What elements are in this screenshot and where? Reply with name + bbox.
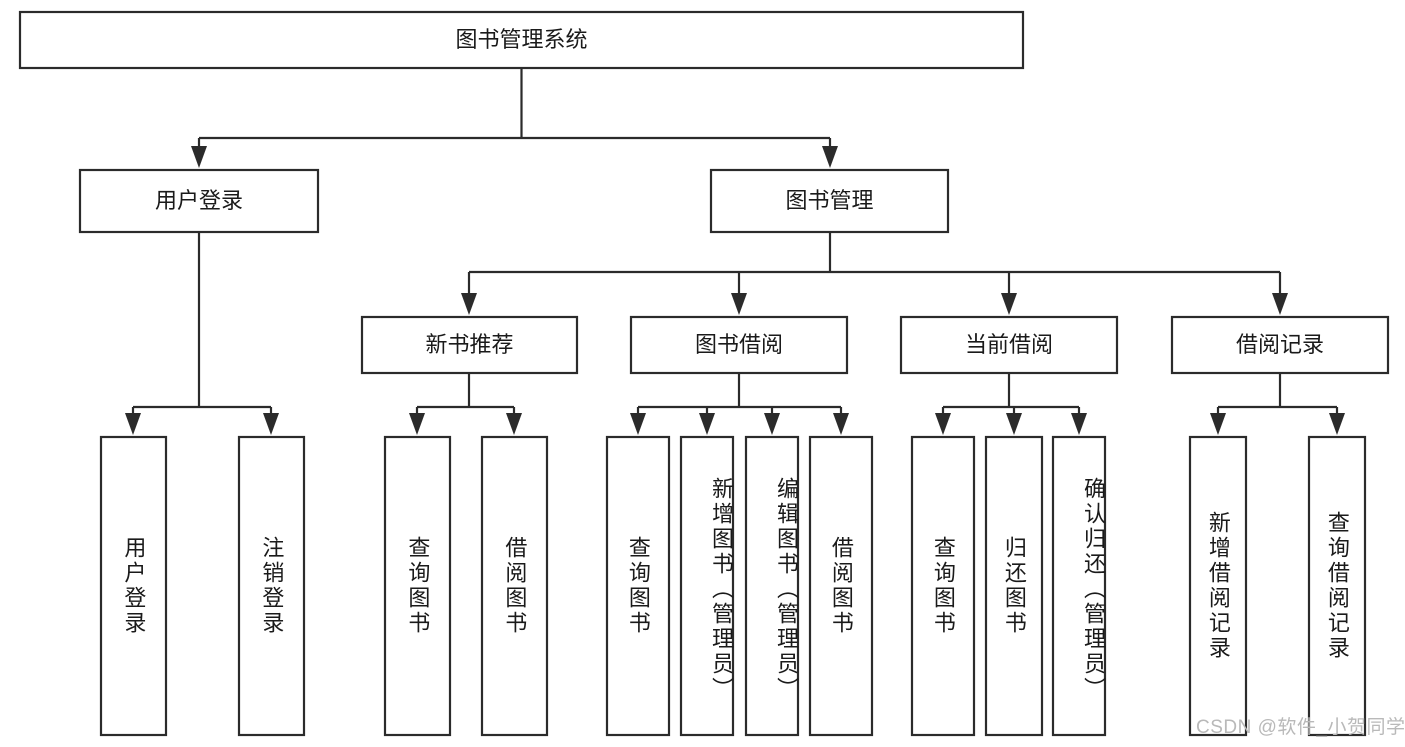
node-root-label: 图书管理系统 xyxy=(455,27,587,52)
node-user-login-label: 用户登录 xyxy=(155,188,243,213)
arrowhead-to-new-book-recommend xyxy=(461,293,477,315)
arrowhead-to-newbook-query xyxy=(409,413,425,435)
arrowhead-to-logout-leaf xyxy=(263,413,279,435)
node-leaf-borrow-query-box[interactable] xyxy=(605,435,671,737)
node-user-login[interactable]: 用户登录 xyxy=(78,168,320,234)
node-root-system[interactable]: 图书管理系统 xyxy=(18,10,1025,70)
node-new-book-recommend-label: 新书推荐 xyxy=(425,332,513,357)
arrowhead-to-user-login-leaf xyxy=(125,413,141,435)
node-leaf-current-return-box[interactable] xyxy=(984,435,1044,737)
arrowhead-to-borrow-edit xyxy=(764,413,780,435)
node-book-management-label: 图书管理 xyxy=(785,188,873,213)
node-leaf-borrow-edit-box[interactable] xyxy=(744,435,800,737)
node-leaf-logout-box[interactable] xyxy=(237,435,306,737)
arrowhead-to-record-query xyxy=(1329,413,1345,435)
node-leaf-borrow-lend-box[interactable] xyxy=(808,435,874,737)
arrowhead-to-book-manage xyxy=(822,146,838,168)
node-leaf-record-add-box[interactable] xyxy=(1188,435,1248,737)
arrowhead-to-borrow-record xyxy=(1272,293,1288,315)
node-leaf-current-confirm-box[interactable] xyxy=(1051,435,1107,737)
node-leaf-borrow-add-box[interactable] xyxy=(679,435,735,737)
node-borrow-record[interactable]: 借阅记录 xyxy=(1170,315,1390,375)
node-book-management-box[interactable] xyxy=(709,168,950,234)
arrowhead-to-user-login xyxy=(191,146,207,168)
node-leaf-current-query-box[interactable] xyxy=(910,435,976,737)
node-borrow-record-label: 借阅记录 xyxy=(1236,332,1324,357)
edge-group-book-borrow-children xyxy=(630,373,849,435)
node-current-borrow-box[interactable] xyxy=(899,315,1119,375)
node-book-management[interactable]: 图书管理 xyxy=(709,168,950,234)
node-user-login-box[interactable] xyxy=(78,168,320,234)
node-current-borrow-label: 当前借阅 xyxy=(965,332,1053,357)
arrowhead-to-current-confirm xyxy=(1071,413,1087,435)
csdn-watermark: CSDN @软件_小贺同学 xyxy=(1196,717,1405,738)
edge-group-new-book-children xyxy=(409,373,522,435)
arrowhead-to-borrow-query xyxy=(630,413,646,435)
edge-group-root-to-level2 xyxy=(191,68,838,168)
node-new-book-recommend[interactable]: 新书推荐 xyxy=(360,315,579,375)
node-leaf-newbook-borrow-box[interactable] xyxy=(480,435,549,737)
node-current-borrow[interactable]: 当前借阅 xyxy=(899,315,1119,375)
node-new-book-recommend-box[interactable] xyxy=(360,315,579,375)
arrowhead-to-borrow-lend xyxy=(833,413,849,435)
node-borrow-record-box[interactable] xyxy=(1170,315,1390,375)
node-leaf-record-query-box[interactable] xyxy=(1307,435,1367,737)
node-book-borrow-label: 图书借阅 xyxy=(695,332,783,357)
node-root-box[interactable] xyxy=(18,10,1025,70)
arrowhead-to-borrow-add xyxy=(699,413,715,435)
edge-group-user-login-children xyxy=(125,232,279,435)
node-leaf-newbook-query-box[interactable] xyxy=(383,435,452,737)
arrowhead-to-current-borrow xyxy=(1001,293,1017,315)
node-book-borrow-box[interactable] xyxy=(629,315,849,375)
node-book-borrow[interactable]: 图书借阅 xyxy=(629,315,849,375)
node-leaf-user-login-box[interactable] xyxy=(99,435,168,737)
arrowhead-to-current-return xyxy=(1006,413,1022,435)
arrowhead-to-record-add xyxy=(1210,413,1226,435)
edge-group-borrow-record-children xyxy=(1210,373,1345,435)
arrowhead-to-current-query xyxy=(935,413,951,435)
arrowhead-to-book-borrow xyxy=(731,293,747,315)
arrowhead-to-newbook-borrow xyxy=(506,413,522,435)
edge-group-current-borrow-children xyxy=(935,373,1087,435)
edge-group-book-manage-children xyxy=(461,232,1288,315)
